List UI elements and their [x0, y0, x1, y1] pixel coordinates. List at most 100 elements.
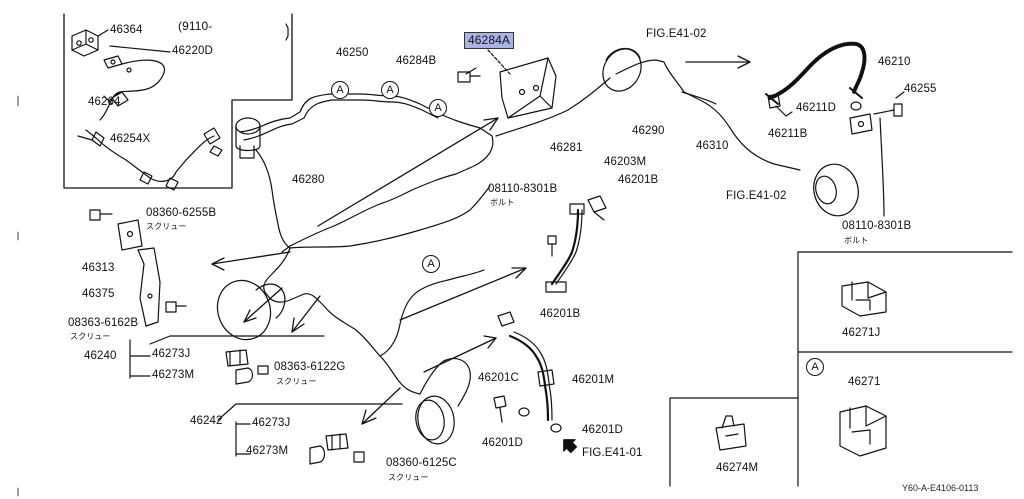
harness-clips: [91, 127, 223, 191]
callout-a-2: A: [381, 81, 399, 99]
fitting-46203m-top: [569, 203, 585, 215]
fitting-46201m-icon: [537, 369, 555, 387]
panel-lower-mid: [669, 397, 799, 487]
arrow-fig-e41-01: [563, 439, 578, 454]
pipe-46203M-inner: [555, 209, 583, 285]
label-46273J-a: 46273J: [152, 348, 191, 360]
leader-46284A: [487, 49, 511, 75]
label-screw-d: スクリュー: [388, 473, 429, 482]
label-46280: 46280: [292, 174, 325, 186]
drum-left-icon: [216, 279, 286, 341]
label-08110-8301B-b: 08110-8301B: [842, 220, 912, 232]
screw-08360-6125c-icon: [353, 451, 365, 463]
clip-46220D-icon: [103, 55, 132, 73]
label-46242: 46242: [190, 415, 223, 427]
clip-46201b-lower-icon: [497, 311, 515, 327]
label-46364: 46364: [110, 24, 143, 36]
leader-46284B: [465, 67, 477, 75]
label-46274M: 46274M: [716, 462, 759, 474]
callout-a-key: A: [806, 358, 824, 376]
label-46273M-a: 46273M: [152, 369, 195, 381]
clip-46273m-b-icon: [309, 445, 326, 465]
label-08360-6255B: 08360-6255B: [146, 207, 217, 219]
callout-a-1: A: [331, 81, 349, 99]
label-bolt-a: ボルト: [490, 198, 515, 207]
clip-46273m-a-icon: [235, 367, 254, 385]
label-date-range: (9110-: [178, 19, 213, 33]
pipe-main-lower: [289, 185, 491, 249]
bolt-08360-6255b-icon: [89, 209, 113, 221]
pipe-46281: [495, 77, 611, 137]
label-46273J-b: 46273J: [252, 417, 291, 429]
leader-46264: [103, 95, 113, 105]
clip-46271j-icon: [841, 281, 887, 317]
pipe-to-front: [263, 247, 381, 357]
label-46273M-b: 46273M: [246, 445, 289, 457]
clip-46273j-b-icon: [325, 433, 349, 451]
leader-46242-up: [217, 403, 403, 421]
pipe-down: [379, 355, 421, 395]
bracket-46242: [235, 421, 251, 457]
label-bolt-b: ボルト: [844, 236, 869, 245]
bracket-46240: [129, 339, 151, 379]
bracket-46375-icon: [137, 247, 161, 327]
label-46264: 46264: [88, 96, 121, 108]
hose-46210: [768, 41, 867, 100]
drum-lower-icon: [415, 395, 455, 445]
pipe-46201M: [508, 334, 550, 422]
leader-46220D: [109, 45, 171, 53]
label-46201D-a: 46201D: [482, 437, 523, 449]
washer-46201d-icon: [518, 407, 562, 433]
label-46375: 46375: [82, 288, 115, 300]
screw-08363-6162b-icon: [165, 301, 187, 313]
bolt-08110-icon: [545, 235, 567, 293]
inset-wire: [85, 59, 215, 182]
label-fig-e41-01[interactable]: FIG.E41-01: [582, 447, 643, 459]
label-46211B: 46211B: [768, 128, 808, 140]
clip-46211b-icon: [767, 93, 793, 117]
label-46250: 46250: [336, 47, 369, 59]
clip-46201b-icon: [587, 195, 607, 221]
label-08110-8301B-a: 08110-8301B: [488, 183, 558, 195]
label-46255: 46255: [904, 83, 937, 95]
label-08360-6125C: 08360-6125C: [386, 457, 457, 469]
clip-46264-icon: [111, 91, 129, 107]
pipe-46310: [681, 91, 717, 105]
bolt-46284B-icon: [457, 71, 481, 83]
label-screw-a: スクリュー: [146, 222, 187, 231]
label-fig-e41-02-top[interactable]: FIG.E41-02: [646, 28, 707, 40]
label-46281: 46281: [550, 142, 583, 154]
pipe-46280: [255, 149, 291, 249]
callout-a-4: A: [422, 255, 440, 273]
label-08363-6122G: 08363-6122G: [274, 361, 346, 373]
bracket-46364-icon: [71, 29, 99, 57]
label-fig-e41-02-right[interactable]: FIG.E41-02: [726, 190, 787, 202]
direction-arrows: [211, 55, 751, 425]
screw-08363-6122g-icon: [257, 365, 269, 375]
leader-46364: [97, 29, 109, 37]
label-46210: 46210: [878, 56, 911, 68]
label-46203M: 46203M: [604, 156, 647, 168]
pipe-46250-b: [243, 99, 439, 141]
label-46201M: 46201M: [572, 374, 615, 386]
inset-frame: [63, 13, 293, 189]
clip-46273j-a-icon: [225, 349, 249, 367]
label-46211D: 46211D: [796, 102, 837, 114]
washer-46211d-icon: [850, 101, 862, 111]
clip-46274m-icon: [715, 415, 747, 451]
clip-46271-icon: [839, 405, 887, 457]
label-46220D: 46220D: [172, 45, 213, 57]
bracket-46284a-icon: [499, 57, 557, 119]
callout-a-3: A: [429, 99, 447, 117]
pipe-46250: [239, 93, 494, 253]
label-46284A-highlighted[interactable]: 46284A: [464, 32, 514, 49]
bracket-46313-icon: [117, 219, 143, 251]
reservoir-icon: [235, 117, 261, 159]
label-46201B-mid: 46201B: [540, 308, 581, 320]
label-46290: 46290: [632, 125, 665, 137]
label-46310: 46310: [696, 140, 729, 152]
leader-46255: [895, 91, 905, 99]
label-46201C: 46201C: [478, 372, 519, 384]
label-46201D-b: 46201D: [582, 424, 623, 436]
